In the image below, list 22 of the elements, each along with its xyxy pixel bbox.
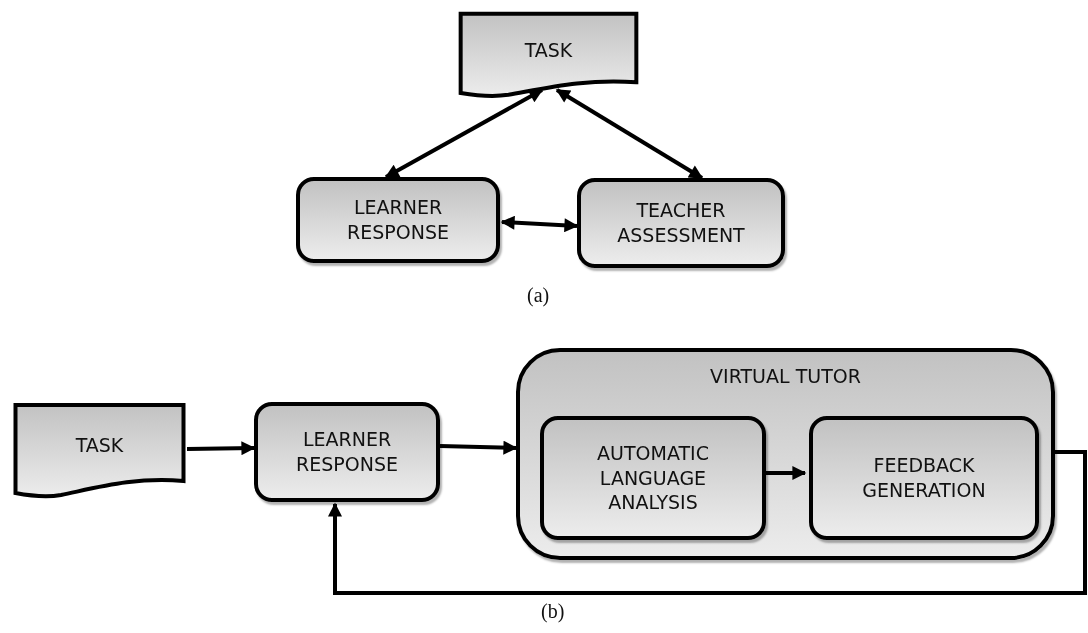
node-label: FEEDBACK GENERATION [861, 453, 987, 503]
node-label: TASK [523, 37, 574, 63]
node-label: TASK [74, 432, 125, 458]
node-label: AUTOMATIC LANGUAGE ANALYSIS [596, 440, 710, 516]
subfigure-label: (a) [527, 284, 550, 307]
process-box [296, 177, 500, 263]
process-box [577, 178, 785, 268]
process-box [809, 416, 1039, 540]
node-label: TEACHER ASSESSMENT [616, 198, 746, 248]
arrow [186, 441, 256, 456]
process-box [254, 402, 440, 502]
process-box [540, 416, 766, 540]
node-label: LEARNER RESPONSE [346, 195, 450, 245]
arrow [555, 88, 704, 180]
arrow [439, 440, 518, 455]
subfigure-label: (b) [541, 600, 565, 623]
arrow [500, 215, 579, 233]
arrow [384, 88, 544, 179]
container-box [516, 348, 1055, 560]
container-title: VIRTUAL TUTOR [709, 364, 862, 389]
node-label: LEARNER RESPONSE [295, 427, 399, 477]
arrow [328, 450, 1087, 595]
